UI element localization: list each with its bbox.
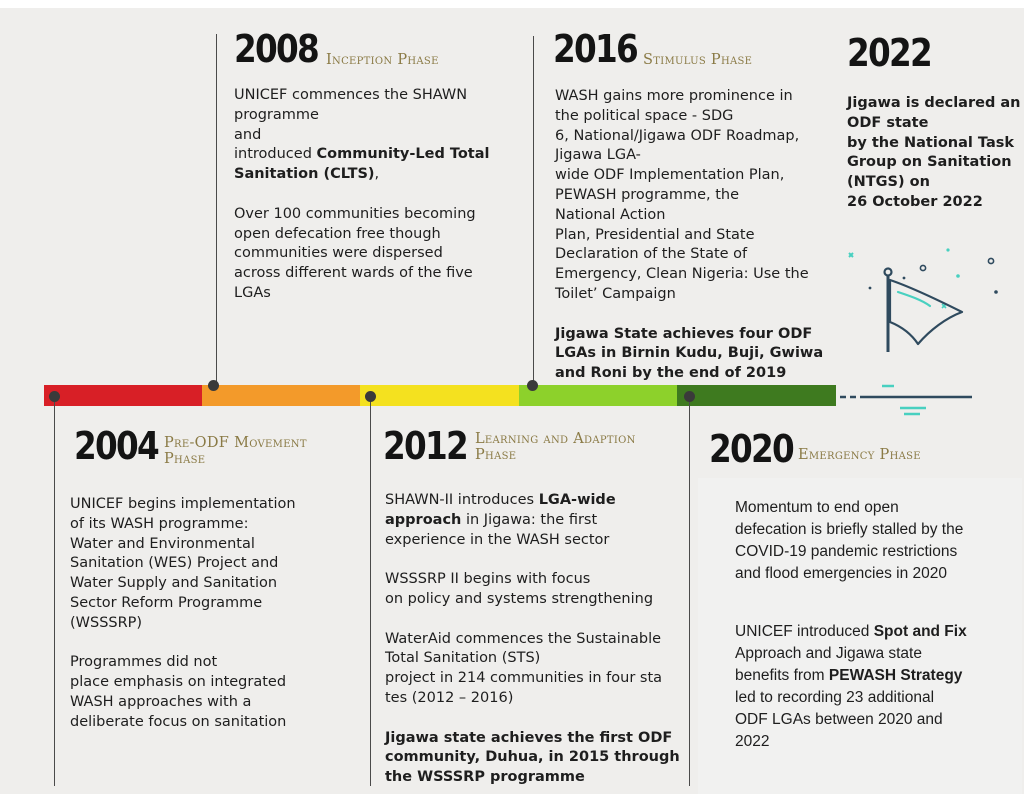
timeline-dot-2016 — [527, 380, 538, 391]
year-2004: 2004 — [74, 424, 160, 468]
phase-text-2008: UNICEF commences the SHAWN programme and… — [234, 87, 490, 301]
year-2016: 2016 — [553, 27, 639, 71]
year-2012: 2012 — [383, 424, 469, 468]
year-2022: 2022 — [847, 31, 933, 75]
timeline-segment-2016 — [519, 385, 677, 406]
timeline-dashed-end — [840, 395, 972, 399]
timeline-dot-2004 — [49, 391, 60, 402]
phase-text-2016: WASH gains more prominence in the politi… — [555, 88, 824, 382]
connector-2020 — [689, 396, 690, 786]
connector-2008 — [216, 34, 217, 387]
phase-box-2020 — [698, 478, 1022, 794]
year-2008: 2008 — [234, 27, 320, 71]
timeline-segment-2008 — [202, 385, 360, 406]
timeline-dot-2012 — [365, 391, 376, 402]
phase-text-2020: Momentum to end open defecation is brief… — [735, 499, 967, 750]
timeline-dot-2020 — [684, 391, 695, 402]
year-2020: 2020 — [709, 427, 795, 471]
phase-title-2004: Pre-ODF Movement Phase — [164, 435, 307, 467]
phase-text-2012: SHAWN-II introduces LGA-wide approach in… — [385, 492, 680, 786]
connector-2012 — [370, 396, 371, 786]
connector-2016 — [533, 36, 534, 387]
timeline-segment-2004 — [44, 385, 202, 406]
phase-title-2008: Inception Phase — [326, 52, 439, 68]
flag-icon — [848, 248, 998, 416]
phase-title-2012: Learning and Adaption Phase — [475, 431, 636, 463]
phase-text-2004: UNICEF begins implementation of its WASH… — [70, 496, 296, 730]
connector-2004 — [54, 396, 55, 786]
timeline-segment-2012 — [360, 385, 519, 406]
phase-text-2022: Jigawa is declared an ODF state by the N… — [847, 95, 1021, 210]
phase-title-2016: Stimulus Phase — [643, 52, 753, 68]
phase-title-2020: Emergency Phase — [798, 447, 921, 463]
timeline-dot-2008 — [208, 380, 219, 391]
timeline-segment-2020 — [677, 385, 836, 406]
